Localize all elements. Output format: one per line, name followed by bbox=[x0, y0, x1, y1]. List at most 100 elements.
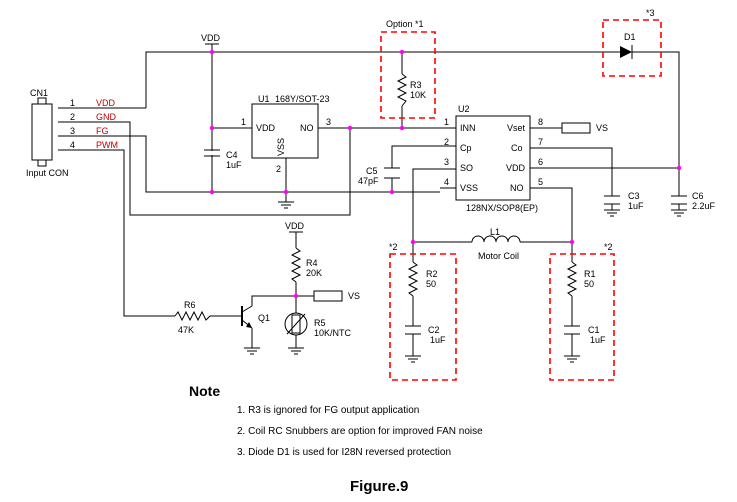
ground-q1 bbox=[244, 347, 260, 355]
svg-text:Q1: Q1 bbox=[258, 313, 270, 323]
svg-text:50: 50 bbox=[584, 279, 594, 289]
u2-pin-co: Co bbox=[511, 143, 523, 153]
svg-text:C6: C6 bbox=[692, 191, 704, 201]
ic-u2: U2 128NX/SOP8(EP) INN Cp SO VSS Vset Co … bbox=[444, 104, 543, 213]
option-box-r3 bbox=[380, 31, 436, 119]
svg-text:R4: R4 bbox=[306, 258, 318, 268]
svg-text:1uF: 1uF bbox=[628, 201, 644, 211]
capacitor-c1: C1 1uF bbox=[564, 325, 606, 345]
u2-num2: 2 bbox=[444, 137, 449, 147]
u2-ref: U2 bbox=[458, 104, 470, 114]
svg-text:Motor Coil: Motor Coil bbox=[478, 251, 519, 261]
cn1-pin2-label: GND bbox=[96, 112, 117, 122]
svg-text:47K: 47K bbox=[178, 325, 194, 335]
svg-text:VDD: VDD bbox=[201, 33, 221, 43]
svg-text:R6: R6 bbox=[184, 300, 196, 310]
u1-num1: 1 bbox=[241, 117, 246, 127]
junction-dots bbox=[209, 49, 682, 299]
option-label: Option *1 bbox=[386, 19, 424, 29]
svg-text:C4: C4 bbox=[226, 150, 238, 160]
svg-text:10K/NTC: 10K/NTC bbox=[314, 328, 352, 338]
note-item-2: 2. Coil RC Snubbers are option for impro… bbox=[237, 426, 483, 437]
ground-u1 bbox=[278, 201, 294, 209]
option-box-d1 bbox=[602, 19, 662, 77]
cn1-name: Input CON bbox=[26, 168, 69, 178]
u1-num2: 2 bbox=[276, 164, 281, 174]
option-boxes bbox=[380, 19, 662, 381]
u2-pin-no: NO bbox=[510, 183, 524, 193]
cn1-pin3-label: FG bbox=[96, 126, 109, 136]
ground-c6 bbox=[671, 209, 687, 217]
mark-2-right: *2 bbox=[604, 242, 613, 252]
figure-caption: Figure.9 bbox=[350, 478, 409, 495]
u1-part: 168Y/SOT-23 bbox=[275, 94, 330, 104]
cn1-ref: CN1 bbox=[30, 88, 48, 98]
svg-text:D1: D1 bbox=[624, 32, 636, 42]
ic-u1: U1 168Y/SOT-23 VDD NO VSS 1 3 2 bbox=[241, 94, 331, 174]
u2-pin-vset: Vset bbox=[507, 123, 526, 133]
svg-text:L1: L1 bbox=[490, 227, 500, 237]
ground-c3 bbox=[604, 209, 620, 217]
resistor-r3: R3 10K bbox=[396, 73, 426, 107]
cn1-pin2-num: 2 bbox=[70, 112, 75, 122]
cn1-pin4-num: 4 bbox=[70, 140, 75, 150]
svg-text:R2: R2 bbox=[426, 269, 438, 279]
u2-pin-inn: INN bbox=[460, 123, 476, 133]
ground-r5 bbox=[288, 347, 304, 355]
connector-cn1: CN1 Input CON 1 2 3 4 VDD GND FG PWM bbox=[26, 88, 118, 178]
wires bbox=[58, 44, 680, 356]
ground-c2 bbox=[405, 355, 421, 363]
u1-num3: 3 bbox=[326, 117, 331, 127]
diode-d1: D1 bbox=[620, 32, 640, 59]
vs-label-2: VS bbox=[313, 290, 360, 302]
notes-section: Note 1. R3 is ignored for FG output appl… bbox=[189, 383, 617, 468]
capacitor-c5: C5 47pF bbox=[358, 166, 400, 186]
svg-text:1uF: 1uF bbox=[430, 335, 446, 345]
svg-text:C5: C5 bbox=[366, 166, 378, 176]
cn1-pin3-num: 3 bbox=[70, 126, 75, 136]
mark-2-left: *2 bbox=[389, 242, 398, 252]
svg-text:VS: VS bbox=[348, 291, 360, 301]
u1-pin-vdd: VDD bbox=[256, 123, 276, 133]
transistor-q1: Q1 bbox=[241, 305, 270, 329]
notes-title: Note bbox=[189, 383, 221, 399]
svg-text:10K: 10K bbox=[410, 90, 426, 100]
ground-c1 bbox=[564, 355, 580, 363]
resistor-r2: R2 50 bbox=[407, 261, 438, 297]
svg-text:C1: C1 bbox=[588, 325, 600, 335]
cn1-pin4-label: PWM bbox=[96, 140, 118, 150]
capacitor-c2: C2 1uF bbox=[405, 325, 446, 345]
svg-text:R5: R5 bbox=[314, 318, 326, 328]
u2-num6: 6 bbox=[538, 157, 543, 167]
mark-3: *3 bbox=[646, 8, 655, 18]
u2-num8: 8 bbox=[538, 117, 543, 127]
u2-num3: 3 bbox=[444, 157, 449, 167]
svg-text:C3: C3 bbox=[628, 191, 640, 201]
capacitor-c6: C6 2.2uF bbox=[671, 191, 716, 211]
u1-pin-vss: VSS bbox=[276, 138, 286, 156]
svg-text:1uF: 1uF bbox=[590, 335, 606, 345]
cn1-pin1-label: VDD bbox=[96, 98, 116, 108]
u1-pin-no: NO bbox=[300, 123, 314, 133]
svg-text:1uF: 1uF bbox=[226, 160, 242, 170]
svg-text:50: 50 bbox=[426, 279, 436, 289]
u1-ref: U1 bbox=[258, 94, 270, 104]
resistor-r6: R6 47K bbox=[174, 300, 211, 335]
vs-label-1: VS bbox=[561, 122, 608, 134]
svg-text:20K: 20K bbox=[306, 268, 322, 278]
u2-num5: 5 bbox=[538, 177, 543, 187]
svg-text:47pF: 47pF bbox=[358, 176, 379, 186]
resistor-r1: R1 50 bbox=[566, 261, 596, 297]
inductor-l1: L1 Motor Coil bbox=[471, 227, 521, 261]
u2-part: 128NX/SOP8(EP) bbox=[466, 203, 538, 213]
resistor-r4: VDD R4 20K bbox=[285, 221, 322, 283]
u2-num7: 7 bbox=[538, 137, 543, 147]
svg-text:C2: C2 bbox=[428, 325, 440, 335]
svg-text:R3: R3 bbox=[410, 80, 422, 90]
note-item-1: 1. R3 is ignored for FG output applicati… bbox=[237, 405, 420, 416]
svg-text:R1: R1 bbox=[584, 269, 596, 279]
cn1-pin1-num: 1 bbox=[70, 98, 75, 108]
u2-pin-so: SO bbox=[460, 163, 473, 173]
capacitor-c3: C3 1uF bbox=[604, 191, 644, 211]
